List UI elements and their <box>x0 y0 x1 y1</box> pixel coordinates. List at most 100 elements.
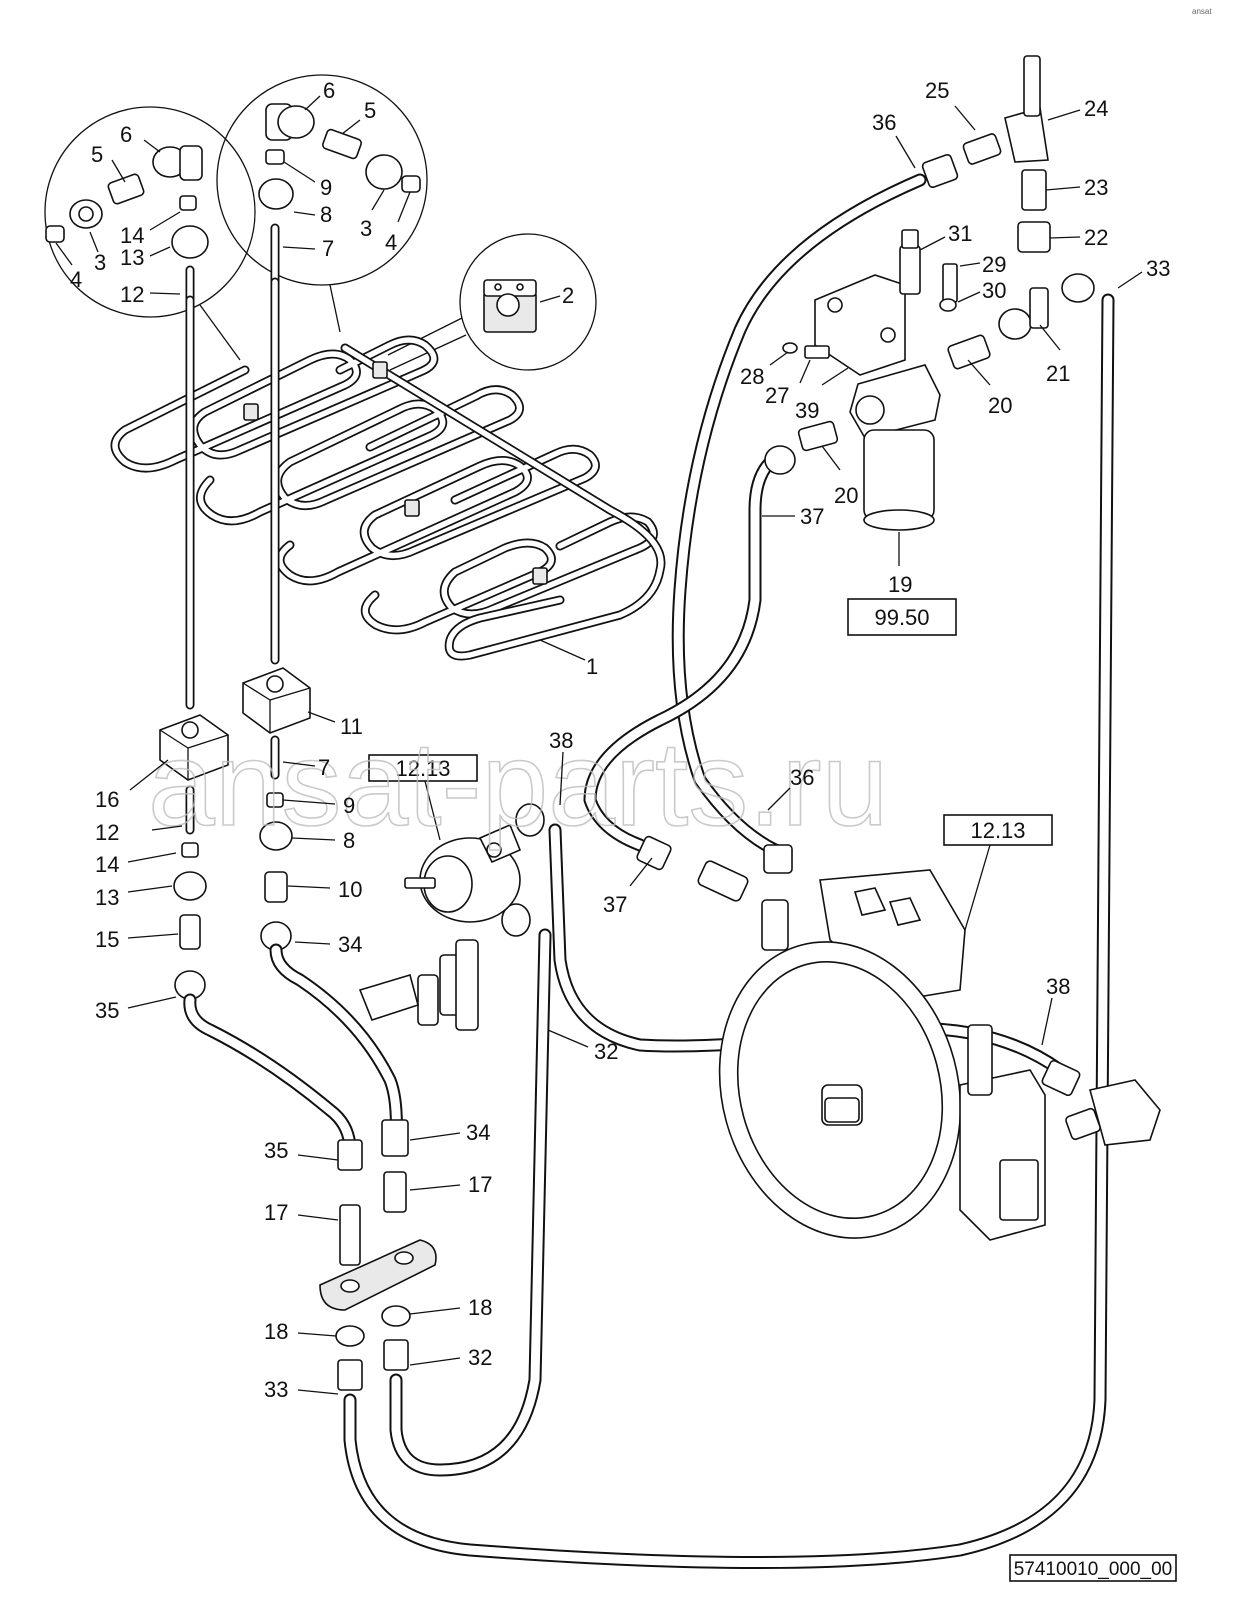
svg-text:31: 31 <box>948 221 972 246</box>
fittings-right-circle <box>258 103 421 287</box>
callout-7b: 7 <box>282 755 330 780</box>
svg-text:4: 4 <box>70 267 82 292</box>
callout-10: 10 <box>287 877 362 902</box>
svg-text:6: 6 <box>323 78 335 103</box>
svg-text:23: 23 <box>1084 175 1108 200</box>
filter-assembly <box>782 55 1051 531</box>
callout-5a: 5 <box>91 142 126 183</box>
svg-text:37: 37 <box>603 892 627 917</box>
svg-text:11: 11 <box>340 714 363 739</box>
callout-1: 1 <box>539 639 598 679</box>
svg-text:12: 12 <box>120 282 144 307</box>
svg-text:25: 25 <box>925 78 949 103</box>
callout-34b: 34 <box>409 1120 490 1145</box>
svg-text:34: 34 <box>466 1120 490 1145</box>
callout-18b: 18 <box>409 1295 492 1320</box>
callout-20a: 20 <box>967 359 1012 418</box>
callout-38b: 38 <box>1041 974 1070 1046</box>
main-hydraulic-pump <box>697 860 1161 1241</box>
callout-37b: 37 <box>603 857 653 917</box>
callout-3a: 3 <box>89 231 106 275</box>
svg-text:7: 7 <box>322 236 334 261</box>
reference-box-12-13-right[interactable]: 12.13 <box>943 814 1053 931</box>
hose-end-fittings <box>319 153 1095 1391</box>
svg-text:7: 7 <box>318 755 330 780</box>
callout-33a: 33 <box>1117 256 1170 289</box>
svg-text:5: 5 <box>91 142 103 167</box>
callout-20b: 20 <box>821 445 858 508</box>
callout-9a: 9 <box>283 161 332 200</box>
svg-text:17: 17 <box>264 1200 288 1225</box>
fittings-left-circle <box>45 145 209 305</box>
callout-8b: 8 <box>291 828 355 853</box>
callout-17b: 17 <box>409 1172 492 1197</box>
hoses <box>183 173 1115 1569</box>
callout-6a: 6 <box>120 122 161 153</box>
callout-28: 28 <box>740 351 789 389</box>
svg-text:12: 12 <box>95 820 119 845</box>
callout-33b: 33 <box>264 1377 339 1402</box>
callout-22: 22 <box>1049 225 1108 250</box>
detail-circle-left <box>44 106 256 361</box>
svg-text:28: 28 <box>740 364 764 389</box>
callout-labels: 1 2 3 3 4 4 5 5 6 6 7 7 8 8 9 9 10 11 12… <box>55 78 1170 1402</box>
svg-text:12.13: 12.13 <box>395 756 450 781</box>
drawing-number-box: 57410010_000_00 <box>1009 1554 1177 1582</box>
callout-27: 27 <box>765 359 811 408</box>
callout-32b: 32 <box>409 1345 492 1370</box>
svg-text:39: 39 <box>795 398 819 423</box>
svg-text:24: 24 <box>1084 96 1108 121</box>
svg-text:33: 33 <box>264 1377 288 1402</box>
svg-text:36: 36 <box>872 110 896 135</box>
svg-text:17: 17 <box>468 1172 492 1197</box>
callout-2: 2 <box>539 283 574 308</box>
svg-text:12.13: 12.13 <box>970 818 1025 843</box>
callout-37a: 37 <box>762 504 824 529</box>
reference-box-12-13-left[interactable]: 12.13 <box>368 754 478 841</box>
svg-text:13: 13 <box>120 245 144 270</box>
svg-text:15: 15 <box>95 927 119 952</box>
svg-text:3: 3 <box>94 250 106 275</box>
svg-text:33: 33 <box>1146 256 1170 281</box>
svg-text:14: 14 <box>120 223 144 248</box>
svg-text:16: 16 <box>95 787 119 812</box>
svg-text:9: 9 <box>343 793 355 818</box>
callout-30: 30 <box>957 278 1006 303</box>
svg-text:18: 18 <box>468 1295 492 1320</box>
svg-text:2: 2 <box>562 283 574 308</box>
svg-text:57410010_000_00: 57410010_000_00 <box>1014 1559 1173 1580</box>
svg-text:38: 38 <box>549 728 573 753</box>
svg-text:5: 5 <box>364 98 376 123</box>
callout-31: 31 <box>919 221 972 251</box>
detail-circle-right <box>216 74 428 333</box>
svg-text:21: 21 <box>1046 361 1070 386</box>
svg-text:32: 32 <box>594 1039 618 1064</box>
clamp-detail <box>483 279 537 333</box>
svg-text:99.50: 99.50 <box>874 605 929 630</box>
detail-circle-clamp <box>387 233 597 371</box>
callout-5b: 5 <box>341 98 376 135</box>
callout-29: 29 <box>959 252 1006 277</box>
callout-36a: 36 <box>872 110 916 169</box>
callout-36b: 36 <box>767 765 814 811</box>
svg-text:20: 20 <box>834 483 858 508</box>
callout-32a: 32 <box>547 1029 618 1064</box>
callout-21: 21 <box>1039 324 1070 386</box>
callout-13b: 13 <box>95 885 173 910</box>
svg-text:1: 1 <box>586 654 598 679</box>
svg-text:10: 10 <box>338 877 362 902</box>
callout-38a: 38 <box>549 728 573 806</box>
svg-text:27: 27 <box>765 383 789 408</box>
callout-17a: 17 <box>264 1200 339 1225</box>
watermark: ansat-parts.ru <box>148 717 888 851</box>
callout-15: 15 <box>95 927 179 952</box>
svg-text:35: 35 <box>264 1138 288 1163</box>
callout-3b: 3 <box>360 189 385 241</box>
left-vertical-pipes <box>159 277 311 1000</box>
svg-text:37: 37 <box>800 504 824 529</box>
callout-13a: 13 <box>120 245 171 270</box>
callout-23: 23 <box>1045 175 1108 200</box>
svg-text:8: 8 <box>343 828 355 853</box>
reference-box-99-50[interactable]: 99.50 <box>847 598 957 636</box>
